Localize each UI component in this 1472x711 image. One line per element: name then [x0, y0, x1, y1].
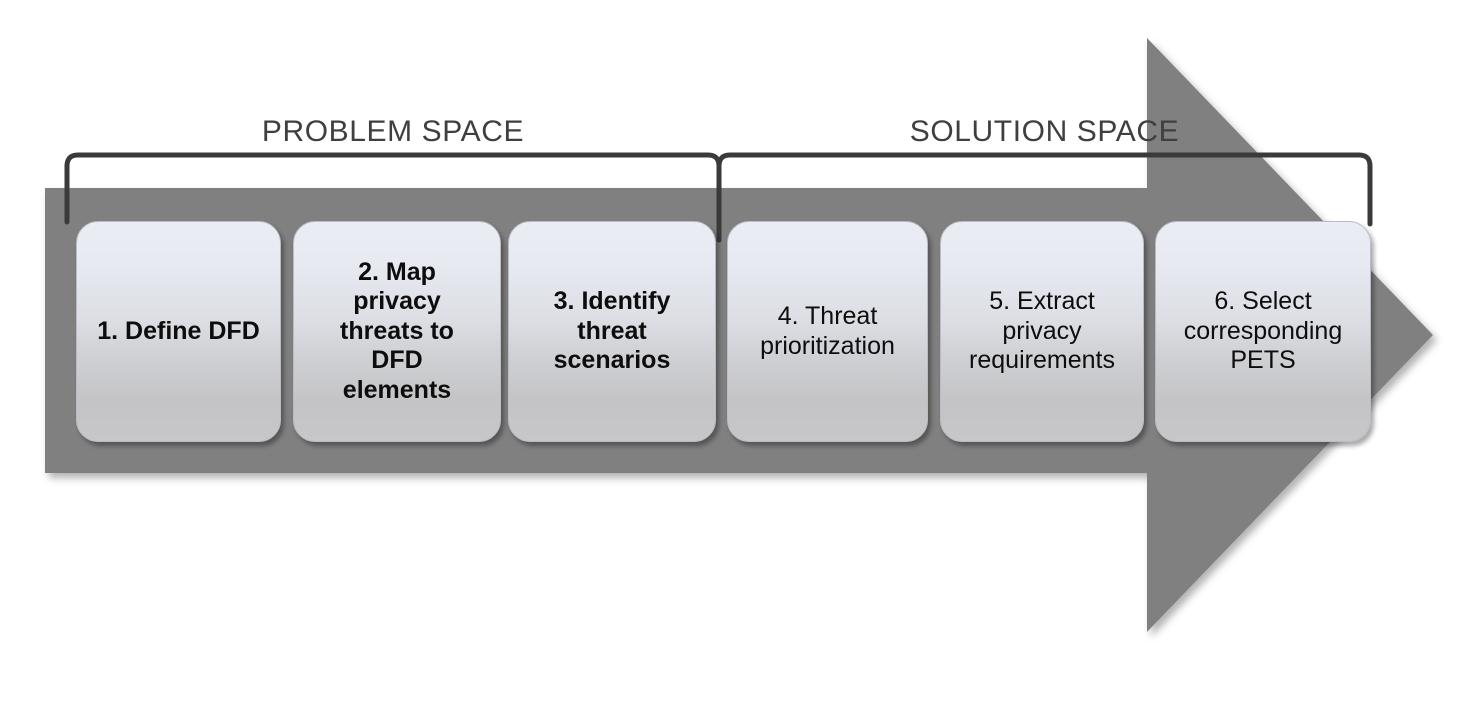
step-box-3[interactable]: 3. Identify threat scenarios: [508, 221, 716, 442]
step-label-4: 4. Threat prioritization: [760, 302, 895, 360]
step-box-6[interactable]: 6. Select corresponding PETS: [1155, 221, 1371, 442]
step-label-5: 5. Extract privacy requirements: [969, 287, 1115, 375]
step-box-2[interactable]: 2. Map privacy threats to DFD elements: [293, 221, 501, 442]
step-label-1: 1. Define DFD: [97, 316, 260, 345]
step-box-1[interactable]: 1. Define DFD: [76, 221, 281, 442]
phase-label-problem-space: PROBLEM SPACE: [261, 115, 525, 148]
bracket-solution-space: [716, 152, 1373, 243]
step-label-6: 6. Select corresponding PETS: [1183, 287, 1343, 375]
step-label-2: 2. Map privacy threats to DFD elements: [340, 257, 454, 404]
phase-label-solution-space: SOLUTION SPACE: [909, 115, 1180, 148]
step-box-4[interactable]: 4. Threat prioritization: [727, 221, 928, 442]
step-box-5[interactable]: 5. Extract privacy requirements: [940, 221, 1144, 442]
step-label-3: 3. Identify threat scenarios: [553, 287, 671, 375]
